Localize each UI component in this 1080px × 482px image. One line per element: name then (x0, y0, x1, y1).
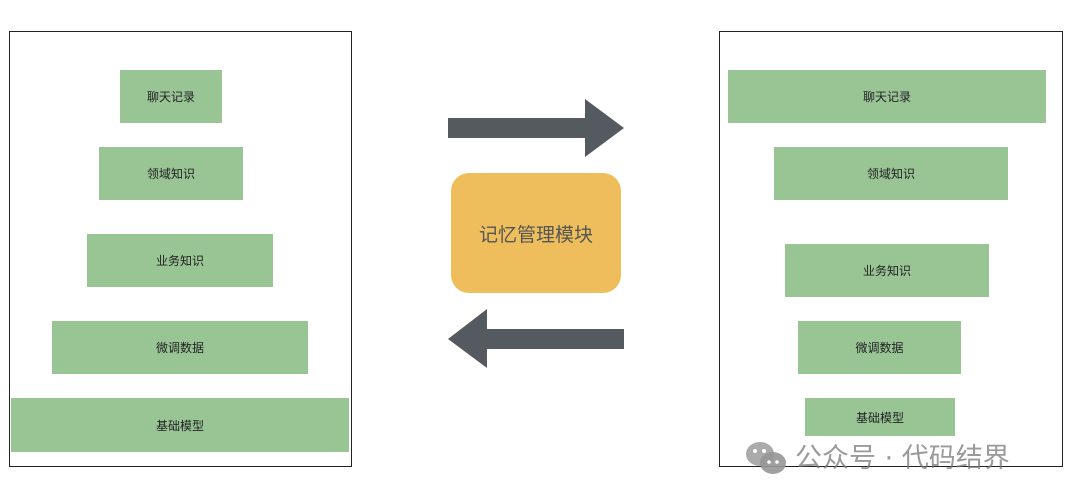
left-box-domain-knowledge: 领域知识 (99, 147, 243, 200)
left-box-chat-history: 聊天记录 (120, 70, 222, 123)
arrow-left-icon (448, 309, 624, 368)
watermark-text: 公众号 · 代码结界 (795, 442, 1010, 474)
right-box-domain-knowledge: 领域知识 (774, 147, 1008, 200)
left-box-finetune-data: 微调数据 (52, 321, 308, 374)
left-box-base-model: 基础模型 (11, 398, 349, 452)
memory-management-module: 记忆管理模块 (451, 173, 621, 293)
module-label: 记忆管理模块 (478, 223, 593, 246)
right-box-finetune-data: 微调数据 (798, 321, 961, 374)
right-box-business-knowledge: 业务知识 (785, 244, 989, 297)
wechat-icon (746, 442, 786, 474)
right-box-base-model: 基础模型 (805, 398, 955, 436)
arrow-right-icon (448, 99, 624, 157)
left-box-business-knowledge: 业务知识 (87, 234, 273, 287)
watermark: 公众号 · 代码结界 (745, 440, 1010, 476)
right-box-chat-history: 聊天记录 (728, 70, 1046, 123)
